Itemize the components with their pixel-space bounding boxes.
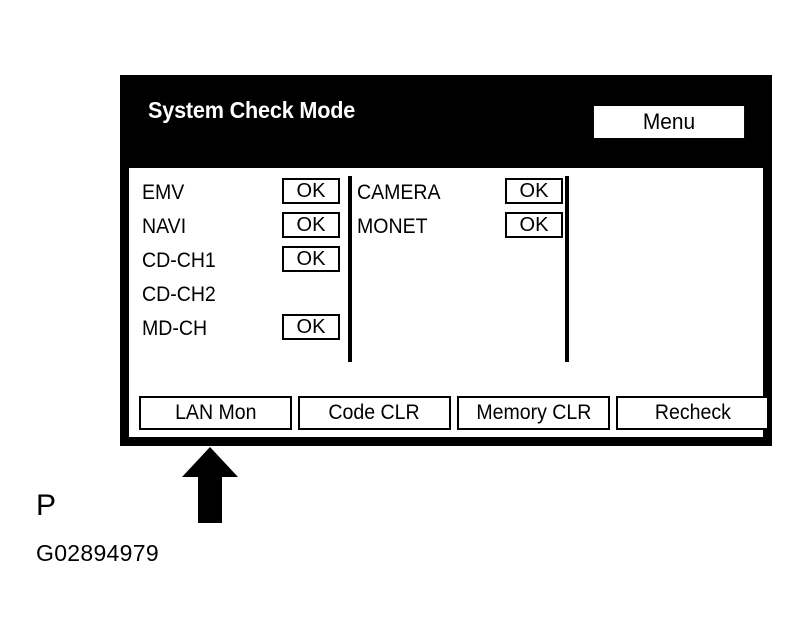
recheck-button-label: Recheck bbox=[654, 401, 731, 424]
status-badge: OK bbox=[282, 212, 340, 238]
panel-header: System Check Mode Menu bbox=[120, 75, 772, 168]
status-label: CD-CH2 bbox=[142, 283, 216, 306]
status-badge: OK bbox=[282, 246, 340, 272]
status-label: MONET bbox=[357, 215, 428, 238]
caption-p: P bbox=[36, 489, 57, 522]
status-label: CD-CH1 bbox=[142, 249, 216, 272]
status-row: CAMERA OK bbox=[357, 178, 567, 212]
status-row: EMV OK bbox=[142, 178, 352, 212]
status-label: CAMERA bbox=[357, 181, 441, 204]
lan-mon-button[interactable]: LAN Mon bbox=[139, 396, 292, 430]
lan-mon-button-label: LAN Mon bbox=[174, 401, 257, 424]
system-check-panel: System Check Mode Menu EMV OK NAVI OK CD… bbox=[120, 75, 772, 446]
status-badge: OK bbox=[505, 212, 563, 238]
status-row: MD-CH OK bbox=[142, 314, 352, 348]
menu-button[interactable]: Menu bbox=[593, 106, 745, 138]
status-row: MONET OK bbox=[357, 212, 567, 246]
status-badge: OK bbox=[282, 178, 340, 204]
status-badge: OK bbox=[282, 314, 340, 340]
status-badge-empty bbox=[282, 280, 340, 306]
status-label: EMV bbox=[142, 181, 185, 204]
status-column-left: EMV OK NAVI OK CD-CH1 OK CD-CH2 MD-CH OK bbox=[142, 178, 352, 348]
memory-clr-button[interactable]: Memory CLR bbox=[457, 396, 610, 430]
status-label: MD-CH bbox=[142, 317, 208, 340]
action-button-bar: LAN Mon Code CLR Memory CLR Recheck bbox=[139, 396, 769, 430]
code-clr-button-label: Code CLR bbox=[328, 401, 421, 424]
caption-figure-code: G02894979 bbox=[36, 540, 159, 566]
status-row: CD-CH2 bbox=[142, 280, 352, 314]
recheck-button[interactable]: Recheck bbox=[616, 396, 769, 430]
status-badge: OK bbox=[505, 178, 563, 204]
status-column-right: CAMERA OK MONET OK bbox=[357, 178, 567, 246]
up-arrow-callout-icon bbox=[182, 447, 238, 523]
status-label: NAVI bbox=[142, 215, 187, 238]
memory-clr-button-label: Memory CLR bbox=[475, 401, 592, 424]
status-row: NAVI OK bbox=[142, 212, 352, 246]
code-clr-button[interactable]: Code CLR bbox=[298, 396, 451, 430]
menu-button-label: Menu bbox=[642, 109, 696, 134]
column-divider bbox=[348, 176, 352, 362]
page-title: System Check Mode bbox=[148, 97, 356, 123]
status-row: CD-CH1 OK bbox=[142, 246, 352, 280]
column-divider bbox=[565, 176, 569, 362]
panel-screen-area: EMV OK NAVI OK CD-CH1 OK CD-CH2 MD-CH OK bbox=[129, 168, 769, 437]
